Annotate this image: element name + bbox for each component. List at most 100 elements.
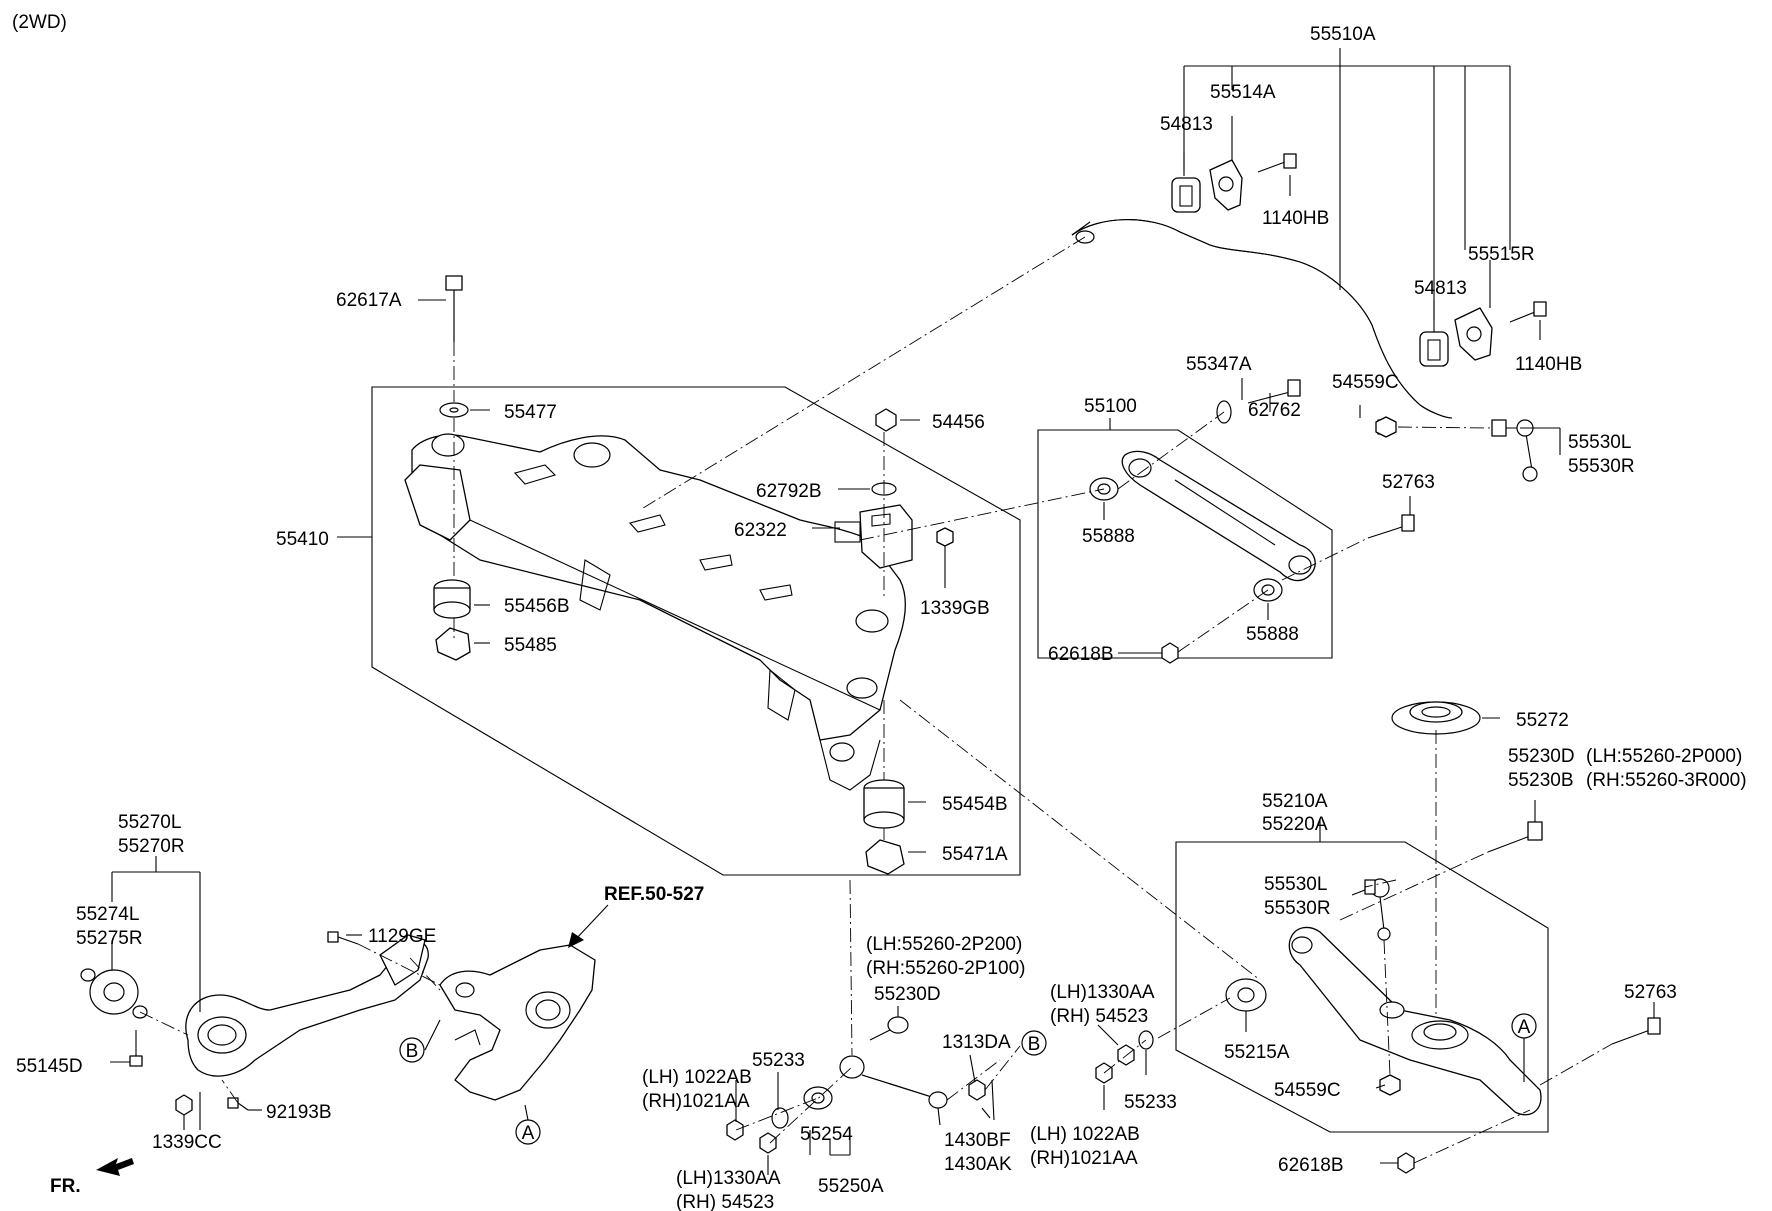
label-55454B: 55454B xyxy=(942,794,1008,815)
stabilizer-link-lower xyxy=(1364,878,1391,941)
washer-55233-left xyxy=(771,1107,789,1129)
ref-circle-b-assist: B xyxy=(1021,1030,1047,1056)
label-ref-50-527: REF.50-527 xyxy=(604,884,704,905)
bolt-1140hb-upper xyxy=(1257,153,1297,173)
label-1339CC: 1339CC xyxy=(152,1132,222,1153)
label-54559C-b: 54559C xyxy=(1274,1080,1341,1101)
label-55230B-a: 55230B xyxy=(1508,770,1574,791)
label-62617A: 62617A xyxy=(336,290,402,311)
label-1430BF: 1430BF xyxy=(944,1130,1011,1151)
svg-text:B: B xyxy=(1028,1034,1041,1055)
label-92193B: 92193B xyxy=(266,1102,332,1123)
label-62792B: 62792B xyxy=(756,481,822,502)
label-55477: 55477 xyxy=(504,402,557,423)
label-lh-1022AB-a: (LH) 1022AB xyxy=(642,1067,752,1088)
bolt-92193b xyxy=(227,1097,249,1111)
label-62762: 62762 xyxy=(1248,400,1301,421)
bolt-1140hb-lower xyxy=(1509,301,1547,323)
label-55145D: 55145D xyxy=(16,1056,83,1077)
nut-1339gb xyxy=(936,527,954,547)
spring-seat-55272 xyxy=(1391,701,1481,735)
bolt-55230d xyxy=(869,1016,909,1041)
label-55456B: 55456B xyxy=(504,596,570,617)
stopper-55471a xyxy=(865,839,905,875)
upper-arm-group-frame xyxy=(1037,429,1333,659)
lower-arm-55210a xyxy=(1288,926,1542,1116)
label-rh-1021AA-b: (RH)1021AA xyxy=(1030,1148,1138,1169)
label-rh-55260-2p100: (RH:55260-2P100) xyxy=(866,958,1025,979)
label-55100: 55100 xyxy=(1084,396,1137,417)
label-55275R: 55275R xyxy=(76,928,143,949)
bushing-54813-lower xyxy=(1419,331,1449,367)
label-1339GB: 1339GB xyxy=(920,598,990,619)
label-1140HB-a: 1140HB xyxy=(1262,208,1329,229)
bushing-55454b xyxy=(863,779,905,829)
knuckle-ref-50-527 xyxy=(439,944,596,1101)
label-55270R: 55270R xyxy=(118,836,185,857)
front-direction-indicator: FR. xyxy=(50,1158,134,1197)
label-55233-a: 55233 xyxy=(752,1050,805,1071)
bushing-55274l xyxy=(80,968,148,1019)
bushing-54813-upper xyxy=(1171,177,1201,213)
label-55215A: 55215A xyxy=(1224,1042,1290,1063)
label-52763-a: 52763 xyxy=(1382,472,1435,493)
ref-arrow xyxy=(568,904,609,948)
nut-54559c-upper xyxy=(1375,416,1397,438)
bolt-55230b xyxy=(1487,821,1543,853)
ref-circle-b-knuckle: B xyxy=(399,1019,441,1063)
label-55230D-b: 55230D xyxy=(874,984,941,1005)
label-62618B-a: 62618B xyxy=(1048,644,1114,665)
label-1140HB-b: 1140HB xyxy=(1515,354,1582,375)
label-55410: 55410 xyxy=(276,529,329,550)
part-labels: 55510A 55514A 54813 1140HB 55515R 54813 … xyxy=(16,24,1747,1211)
label-62322: 62322 xyxy=(734,520,787,541)
label-62618B-b: 62618B xyxy=(1278,1155,1344,1176)
lower-arm-group-frame xyxy=(1175,841,1549,1133)
label-55272: 55272 xyxy=(1516,710,1569,731)
label-55514A: 55514A xyxy=(1210,82,1276,103)
label-lh-1330AA-b: (LH)1330AA xyxy=(676,1168,781,1189)
label-54559C-a: 54559C xyxy=(1332,372,1399,393)
bolt-52763-lower xyxy=(1611,1017,1661,1045)
label-52763-b: 52763 xyxy=(1624,982,1677,1003)
label-55888-a: 55888 xyxy=(1082,526,1135,547)
nut-54559c-lower xyxy=(1379,1074,1401,1096)
crossmember-group-frame xyxy=(371,386,1021,876)
bushing-55254 xyxy=(803,1086,833,1110)
fr-label: FR. xyxy=(50,1176,81,1197)
washer-55477 xyxy=(439,402,469,418)
svg-text:B: B xyxy=(406,1041,419,1062)
label-1129GE: 1129GE xyxy=(368,926,436,947)
ref-circle-a-knuckle: A xyxy=(515,1104,541,1145)
svg-text:A: A xyxy=(522,1123,535,1144)
label-55515R: 55515R xyxy=(1468,244,1535,265)
label-54813-a: 54813 xyxy=(1160,114,1213,135)
label-55250A: 55250A xyxy=(818,1176,884,1197)
nut-1330aa-left xyxy=(759,1132,777,1154)
label-1430AK: 1430AK xyxy=(944,1154,1012,1175)
label-55530R-a: 55530R xyxy=(1568,456,1635,477)
label-55530L-a: 55530L xyxy=(1568,432,1631,453)
label-lh-55260-2p000: (LH:55260-2P000) xyxy=(1586,746,1742,767)
label-55233-b: 55233 xyxy=(1124,1092,1177,1113)
bolt-62762 xyxy=(1247,379,1301,404)
assist-arm-55250a xyxy=(839,1055,948,1126)
label-55888-b: 55888 xyxy=(1246,624,1299,645)
variant-label: (2WD) xyxy=(12,12,67,33)
upper-arm-55100 xyxy=(1121,450,1316,582)
leader-lines xyxy=(110,48,1655,1175)
bushing-55456b xyxy=(433,579,471,619)
label-55347A: 55347A xyxy=(1186,354,1252,375)
ref-circle-a-lowerarm: A xyxy=(1511,1013,1537,1082)
bolt-55145d xyxy=(129,1030,143,1067)
label-55254: 55254 xyxy=(800,1124,853,1145)
label-55510A: 55510A xyxy=(1310,24,1376,45)
svg-text:A: A xyxy=(1518,1017,1531,1038)
label-54813-b: 54813 xyxy=(1414,278,1467,299)
label-54456: 54456 xyxy=(932,412,985,433)
label-55485: 55485 xyxy=(504,635,557,656)
label-rh-54523-b: (RH) 54523 xyxy=(676,1192,774,1211)
crossmember-55410 xyxy=(404,433,907,791)
label-rh-1021AA-a: (RH)1021AA xyxy=(642,1091,750,1112)
